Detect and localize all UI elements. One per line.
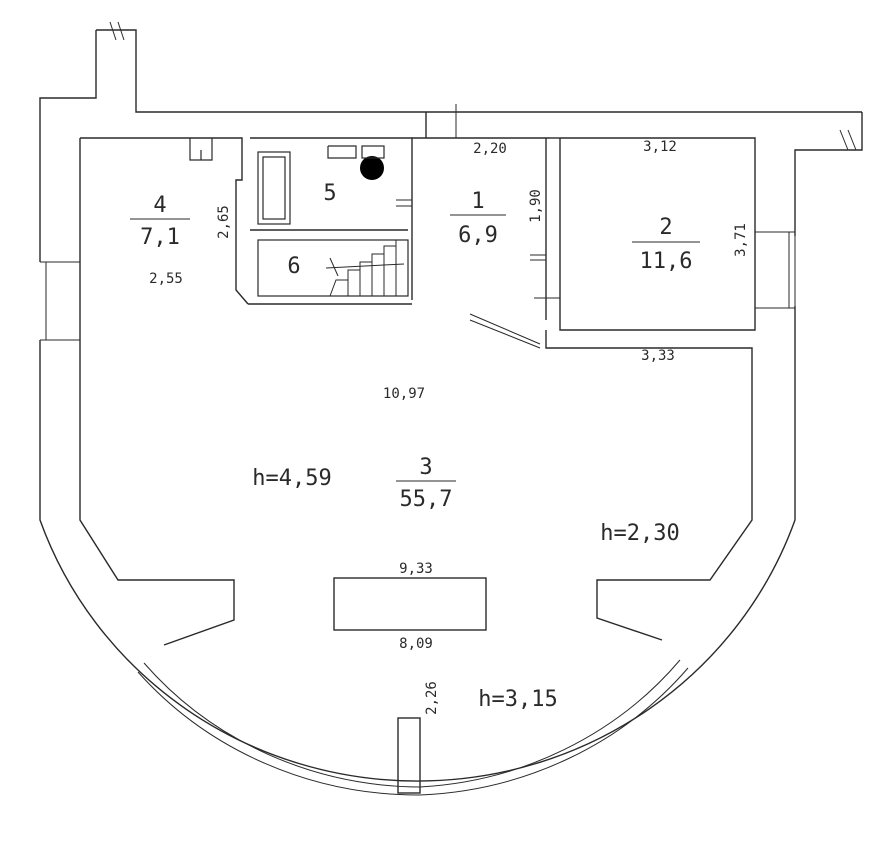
dim-2-26: 2,26 (424, 681, 440, 715)
room-3-number: 3 (419, 455, 432, 480)
dim-2-20: 2,20 (473, 141, 507, 157)
dim-2-55: 2,55 (149, 271, 183, 287)
room-4-number: 4 (153, 193, 166, 218)
room-5-number: 5 (323, 181, 336, 206)
dim-3-33: 3,33 (641, 348, 675, 364)
outer-walls (39, 21, 863, 782)
dim-1-90: 1,90 (528, 189, 544, 223)
dim-8-09: 8,09 (399, 636, 433, 652)
dim-3-12: 3,12 (643, 139, 677, 155)
room-2-area: 11,6 (640, 249, 693, 274)
room-1-number: 1 (471, 189, 484, 214)
room-6-number: 6 (287, 254, 300, 279)
height-bottom: h=3,15 (478, 687, 557, 712)
room-3-area: 55,7 (400, 487, 453, 512)
room-1-area: 6,9 (458, 223, 498, 248)
dim-2-65: 2,65 (216, 205, 232, 239)
room-2-number: 2 (659, 215, 672, 240)
height-labels: h=4,59 h=2,30 h=3,15 (252, 466, 679, 712)
height-right: h=2,30 (600, 521, 679, 546)
room-labels: 4 7,1 5 6 1 6,9 2 11,6 3 55,7 (130, 181, 700, 512)
dim-10-97: 10,97 (383, 386, 425, 402)
dimension-labels: 2,20 3,12 1,90 3,71 2,65 2,55 3,33 10,97… (149, 139, 749, 715)
windows (40, 231, 796, 796)
room-4-area: 7,1 (140, 225, 180, 250)
height-main: h=4,59 (252, 466, 331, 491)
inner-walls (79, 104, 756, 794)
dim-3-71: 3,71 (733, 223, 749, 257)
dim-9-33: 9,33 (399, 561, 433, 577)
